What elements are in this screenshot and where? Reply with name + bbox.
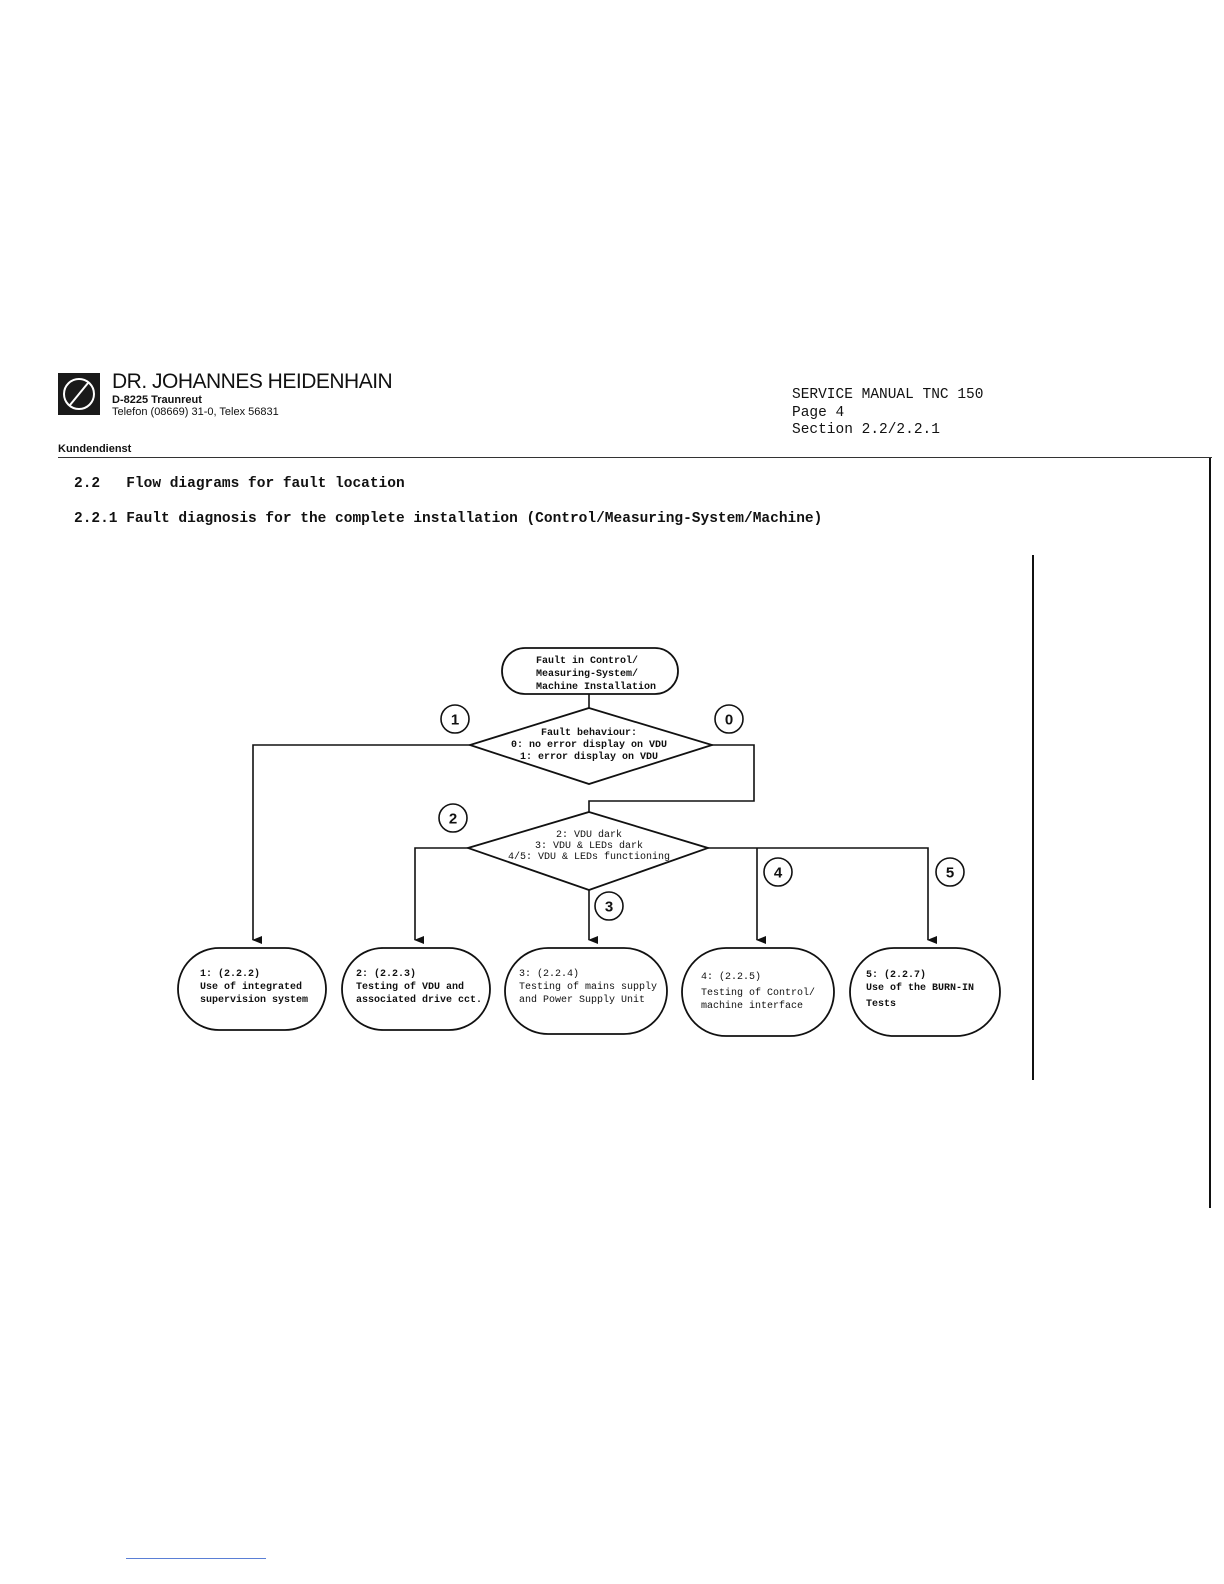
section-reference: Section 2.2/2.2.1: [792, 422, 940, 438]
outcome-4-line-2: machine interface: [701, 1000, 803, 1012]
outcome-2-line-1: Testing of VDU and: [356, 981, 464, 993]
outcome-5-line-1: Use of the BURN-IN: [866, 982, 974, 994]
svg-text:4: 4: [774, 865, 783, 882]
branch-label-4: 4: [763, 857, 793, 887]
start-line-3: Machine Installation: [536, 681, 656, 693]
decision-vdu-status: 2: VDU dark 3: VDU & LEDs dark 4/5: VDU …: [465, 811, 711, 891]
svg-text:0: 0: [725, 712, 733, 729]
outcome-1-integrated-supervision: 1: (2.2.2) Use of integrated supervision…: [177, 947, 327, 1031]
branch-label-0: 0: [714, 704, 744, 734]
decision2-line-1: 2: VDU dark: [556, 829, 622, 841]
margin-change-bar: [1032, 555, 1034, 1080]
outcome-3-ref: 3: (2.2.4): [519, 968, 579, 980]
decision2-line-3: 4/5: VDU & LEDs functioning: [508, 851, 670, 863]
svg-text:5: 5: [946, 865, 954, 882]
decision1-line-2: 0: no error display on VDU: [511, 739, 667, 751]
header-divider: [58, 457, 1212, 458]
manual-title: SERVICE MANUAL TNC 150: [792, 387, 984, 403]
start-terminal: Fault in Control/ Measuring-System/ Mach…: [501, 647, 679, 695]
decision1-line-3: 1: error display on VDU: [520, 751, 658, 763]
footer-line: [126, 1558, 266, 1559]
outcome-2-vdu-testing: 2: (2.2.3) Testing of VDU and associated…: [341, 947, 491, 1031]
svg-text:1: 1: [451, 712, 459, 729]
heading-2-2-number: 2.2: [74, 476, 101, 492]
outcome-3-line-2: and Power Supply Unit: [519, 994, 645, 1006]
page-edge-line: [1209, 458, 1211, 1208]
decision-fault-behaviour: Fault behaviour: 0: no error display on …: [467, 707, 716, 785]
company-address: D-8225 Traunreut: [112, 394, 202, 406]
outcome-3-line-1: Testing of mains supply: [519, 981, 657, 993]
page-number: Page 4: [792, 405, 845, 421]
outcome-1-ref: 1: (2.2.2): [200, 968, 260, 980]
heading-2-2-title: Flow diagrams for fault location: [126, 476, 405, 492]
flow-connectors: [252, 693, 937, 944]
outcome-5-burn-in: 5: (2.2.7) Use of the BURN-IN Tests: [849, 947, 1001, 1037]
branch-label-1: 1: [440, 704, 470, 734]
start-line-1: Fault in Control/: [536, 655, 638, 667]
outcome-4-control-interface: 4: (2.2.5) Testing of Control/ machine i…: [681, 947, 835, 1037]
outcome-2-line-2: associated drive cct.: [356, 994, 482, 1006]
outcome-1-line-1: Use of integrated: [200, 981, 302, 993]
decision2-line-2: 3: VDU & LEDs dark: [535, 840, 643, 852]
svg-text:2: 2: [449, 811, 457, 828]
branch-label-5: 5: [935, 857, 965, 887]
outcome-2-ref: 2: (2.2.3): [356, 968, 416, 980]
outcome-5-ref: 5: (2.2.7): [866, 969, 926, 981]
outcome-4-ref: 4: (2.2.5): [701, 971, 761, 983]
outcome-4-line-1: Testing of Control/: [701, 987, 815, 999]
start-line-2: Measuring-System/: [536, 668, 638, 680]
company-phone: Telefon (08669) 31-0, Telex 56831: [112, 406, 279, 418]
company-name: DR. JOHANNES HEIDENHAIN: [112, 370, 393, 393]
outcome-3-mains-supply: 3: (2.2.4) Testing of mains supply and P…: [504, 947, 668, 1035]
heading-2-2: 2.2 Flow diagrams for fault location: [74, 476, 405, 492]
svg-text:3: 3: [605, 899, 613, 916]
heading-2-2-1: 2.2.1 Fault diagnosis for the complete i…: [74, 511, 823, 527]
outcome-1-line-2: supervision system: [200, 994, 308, 1006]
outcome-5-line-2: Tests: [866, 999, 896, 1010]
heidenhain-logo: [58, 373, 100, 415]
branch-label-3: 3: [594, 891, 624, 921]
decision1-line-1: Fault behaviour:: [541, 727, 637, 739]
department-label: Kundendienst: [58, 443, 132, 455]
branch-label-2: 2: [438, 803, 468, 833]
